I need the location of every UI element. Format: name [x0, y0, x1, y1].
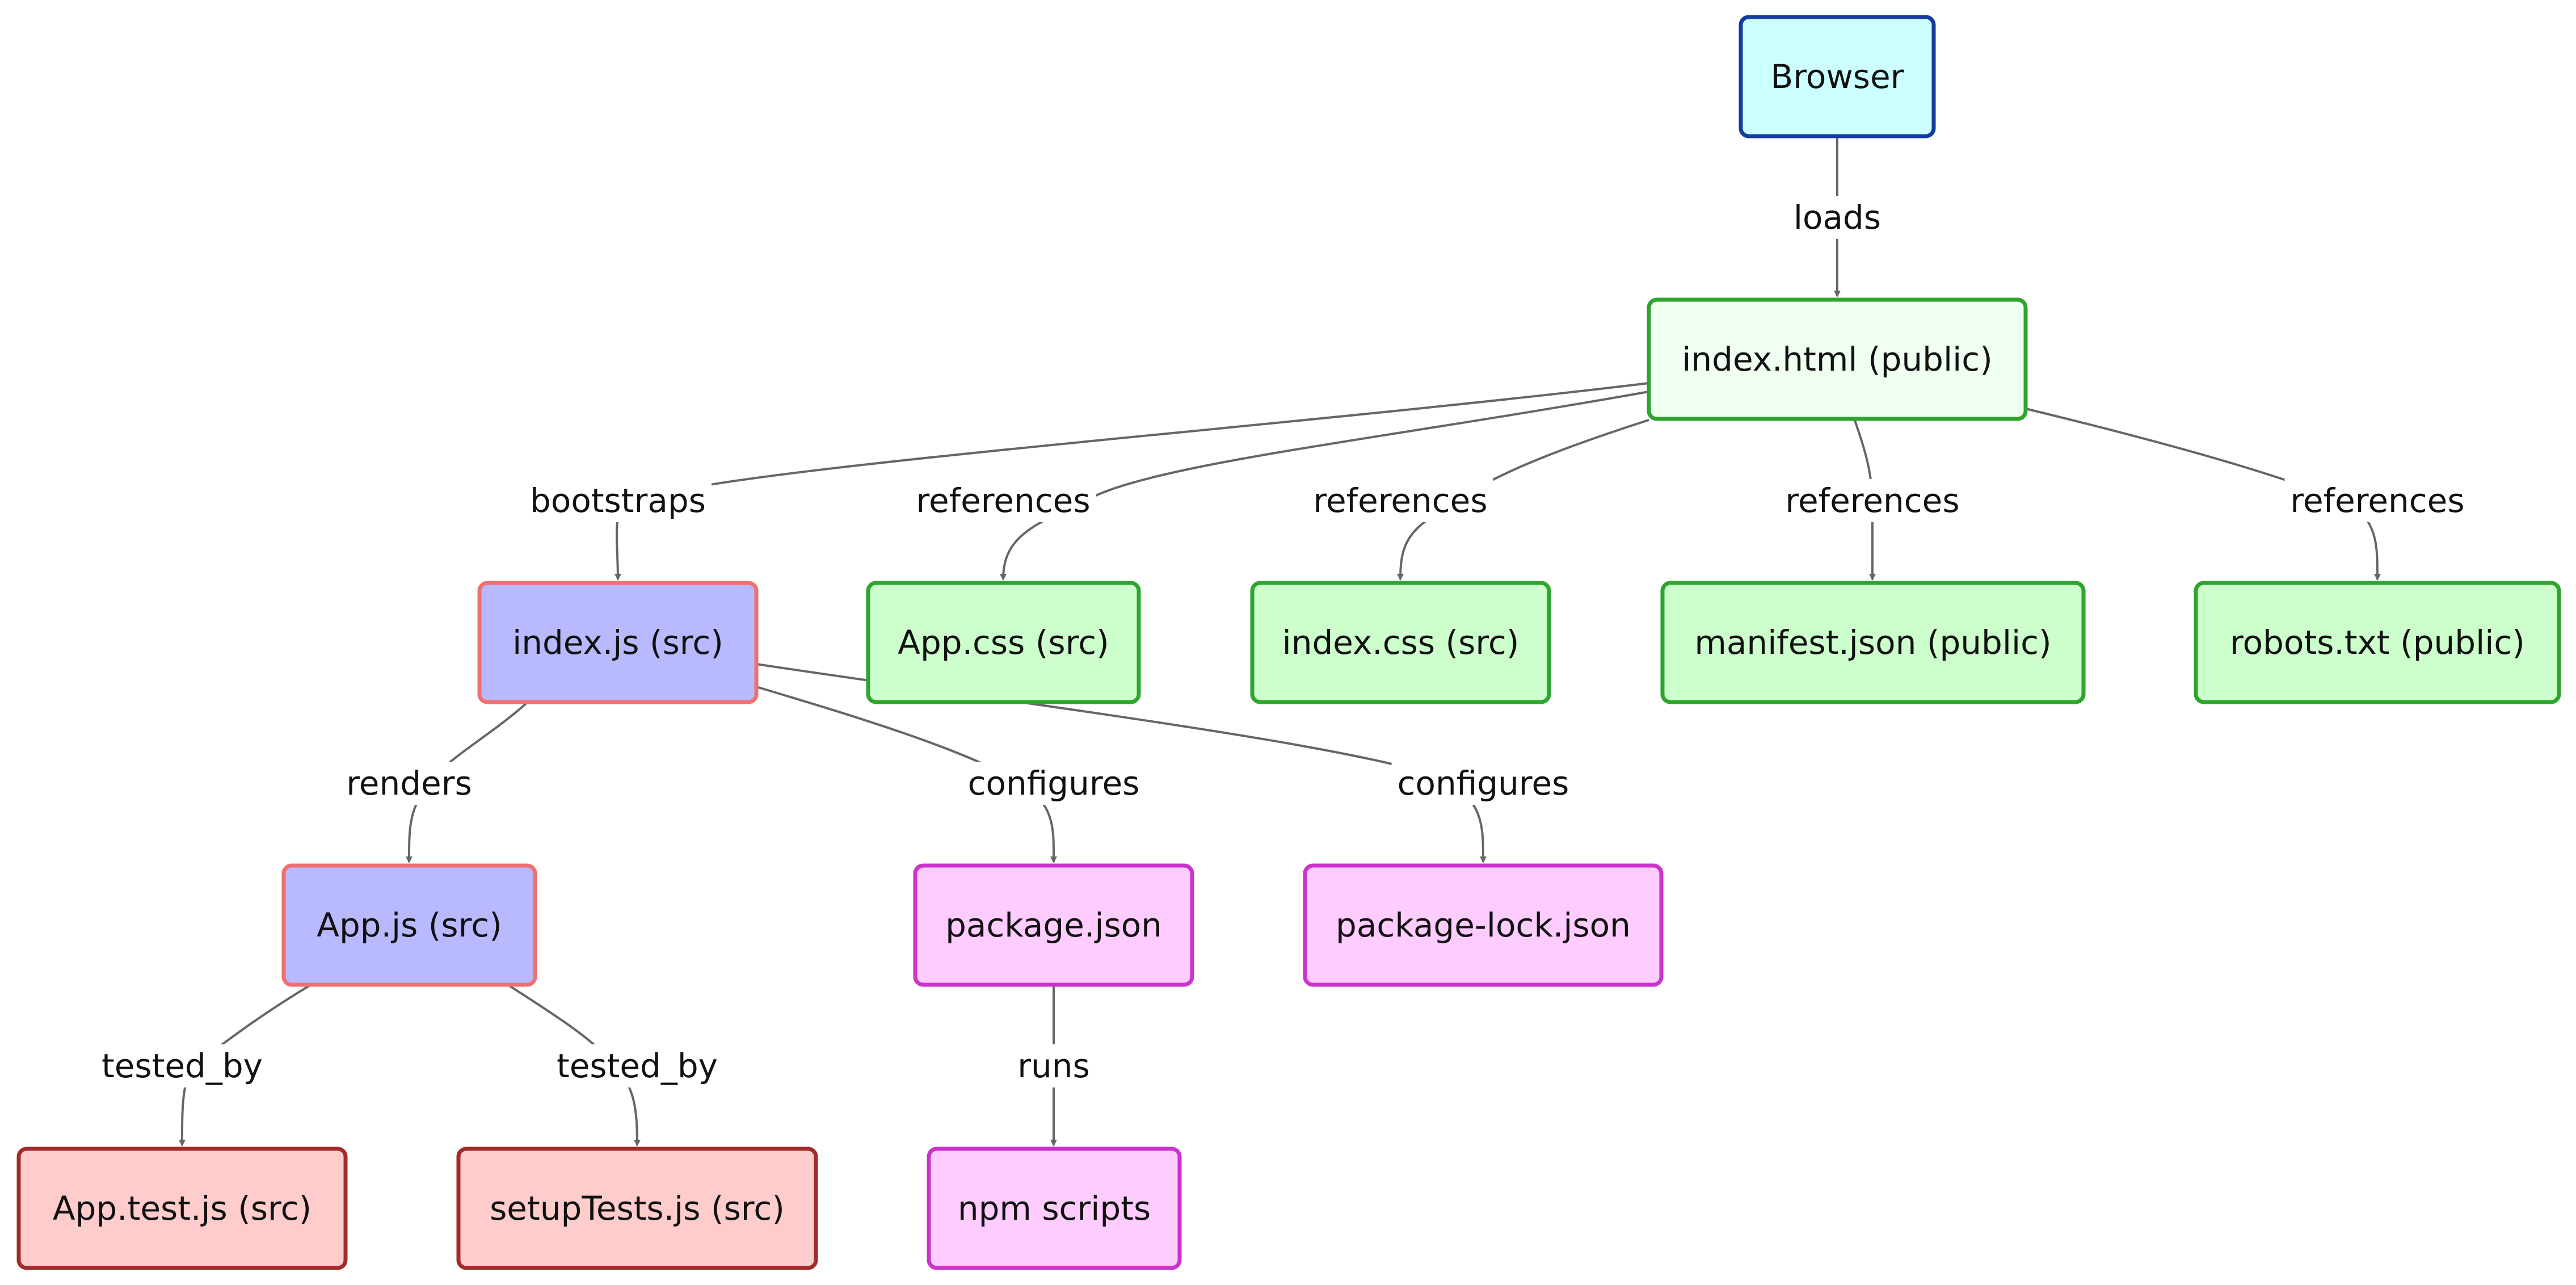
node-robots-txt[interactable]: robots.txt (public) [2194, 581, 2561, 704]
node-label: App.js (src) [317, 906, 502, 944]
node-box [1250, 581, 1551, 704]
node-box [1303, 863, 1664, 987]
edge-label-group: bootstraps [524, 479, 712, 522]
node-app-js[interactable]: App.js (src) [281, 863, 537, 987]
edge-label-background [340, 762, 478, 805]
node-npm-scripts[interactable]: npm scripts [927, 1147, 1182, 1270]
edge-label: configures [968, 764, 1140, 803]
edge-label-group: runs [1012, 1044, 1096, 1087]
node-label: index.html (public) [1682, 340, 1992, 379]
node-label: index.css (src) [1282, 623, 1519, 662]
node-index-js[interactable]: index.js (src) [477, 581, 759, 704]
node-label: npm scripts [958, 1189, 1151, 1228]
edge-label-group: configures [1391, 762, 1575, 805]
edge-label-background [1787, 196, 1887, 239]
node-package-json[interactable]: package.json [913, 863, 1194, 987]
edge-label: tested_by [102, 1047, 263, 1085]
edge-label-group: renders [340, 762, 478, 805]
edge-label-background [524, 479, 712, 522]
node-box [913, 863, 1194, 987]
edge-label-background [550, 1044, 724, 1087]
edge-label-group: tested_by [95, 1044, 269, 1087]
edge-index-html-to-index-js [614, 382, 1649, 581]
edge-label-group: configures [962, 762, 1146, 805]
node-box [456, 1147, 818, 1270]
node-setup-tests-js[interactable]: setupTests.js (src) [456, 1147, 818, 1270]
edge-label: loads [1794, 198, 1881, 237]
edge-label-background [1391, 762, 1575, 805]
edge-label: configures [1398, 764, 1569, 803]
edge-label-background [1307, 479, 1493, 522]
node-box [2194, 581, 2561, 704]
node-label: App.css (src) [898, 623, 1109, 662]
edge-label-background [95, 1044, 269, 1087]
edge-label: references [1313, 481, 1487, 520]
node-box [16, 1147, 348, 1270]
edge-label: references [2290, 481, 2464, 520]
node-box [281, 863, 537, 987]
node-box [1660, 581, 2086, 704]
node-label: package-lock.json [1336, 906, 1631, 944]
edge-labels-layer: loads bootstraps references references refer… [95, 196, 2470, 1087]
edge-label-group: references [1779, 479, 1965, 522]
edge-index-html-to-app-css [1000, 390, 1649, 581]
edge-label-group: loads [1787, 196, 1887, 239]
edge-label-group: references [2284, 479, 2470, 522]
node-label: manifest.json (public) [1694, 623, 2051, 662]
node-label: index.js (src) [512, 623, 723, 662]
node-label: App.test.js (src) [53, 1189, 312, 1228]
edge-label-background [962, 762, 1146, 805]
node-label: setupTests.js (src) [490, 1189, 785, 1228]
edge-label-background [1779, 479, 1965, 522]
edge-label: runs [1017, 1047, 1090, 1085]
edge-label: references [1785, 481, 1959, 520]
edge-label-group: references [910, 479, 1096, 522]
edge-label-group: references [1307, 479, 1493, 522]
edge-label: bootstraps [530, 481, 706, 520]
node-box [866, 581, 1141, 704]
node-app-test-js[interactable]: App.test.js (src) [16, 1147, 348, 1270]
node-label: robots.txt (public) [2230, 623, 2525, 662]
edge-label: renders [346, 764, 472, 803]
edge-label: references [916, 481, 1090, 520]
node-app-css[interactable]: App.css (src) [866, 581, 1141, 704]
node-box [477, 581, 759, 704]
node-browser[interactable]: Browser [1739, 15, 1936, 138]
node-label: package.json [945, 906, 1162, 944]
node-box [927, 1147, 1182, 1270]
edge-label-group: tested_by [550, 1044, 724, 1087]
node-manifest-json[interactable]: manifest.json (public) [1660, 581, 2086, 704]
edge-label-background [1012, 1044, 1096, 1087]
edge-label: tested_by [557, 1047, 718, 1085]
node-label: Browser [1770, 57, 1904, 96]
node-box [1647, 297, 2028, 421]
node-index-css[interactable]: index.css (src) [1250, 581, 1551, 704]
node-box [1739, 15, 1936, 138]
edge-label-background [2284, 479, 2470, 522]
node-package-lock-json[interactable]: package-lock.json [1303, 863, 1664, 987]
nodes-layer: Browser index.html (public) index.js (src)… [16, 15, 2561, 1270]
edge-label-background [910, 479, 1096, 522]
node-index-html[interactable]: index.html (public) [1647, 297, 2028, 421]
